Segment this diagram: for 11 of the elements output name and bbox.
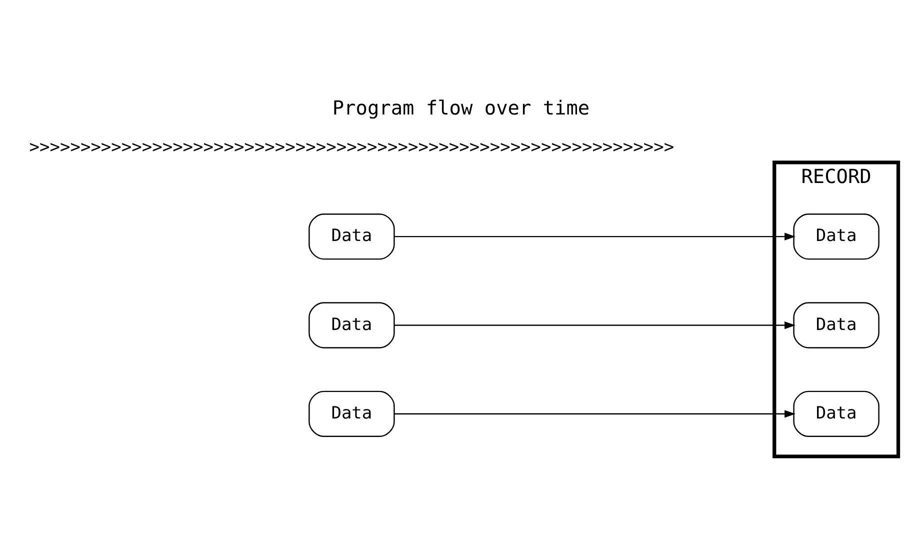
label: >>>>>>>>>>>>>>>>>>>>>>>>>>>>>>>>>>>>>>>>>>>>>>>>>>>>>>>>>>>>>>> — [29, 137, 674, 158]
node-box: Data — [793, 390, 880, 437]
node-box: Data — [308, 390, 395, 437]
node-box: Data — [793, 302, 880, 348]
node-box: Data — [308, 302, 395, 348]
diagram-title: Program flow over time — [332, 96, 590, 120]
node-box: Data — [308, 214, 395, 260]
node-box: Data — [793, 214, 880, 260]
arrow — [394, 232, 796, 240]
arrow — [394, 410, 796, 418]
arrow — [394, 321, 796, 330]
